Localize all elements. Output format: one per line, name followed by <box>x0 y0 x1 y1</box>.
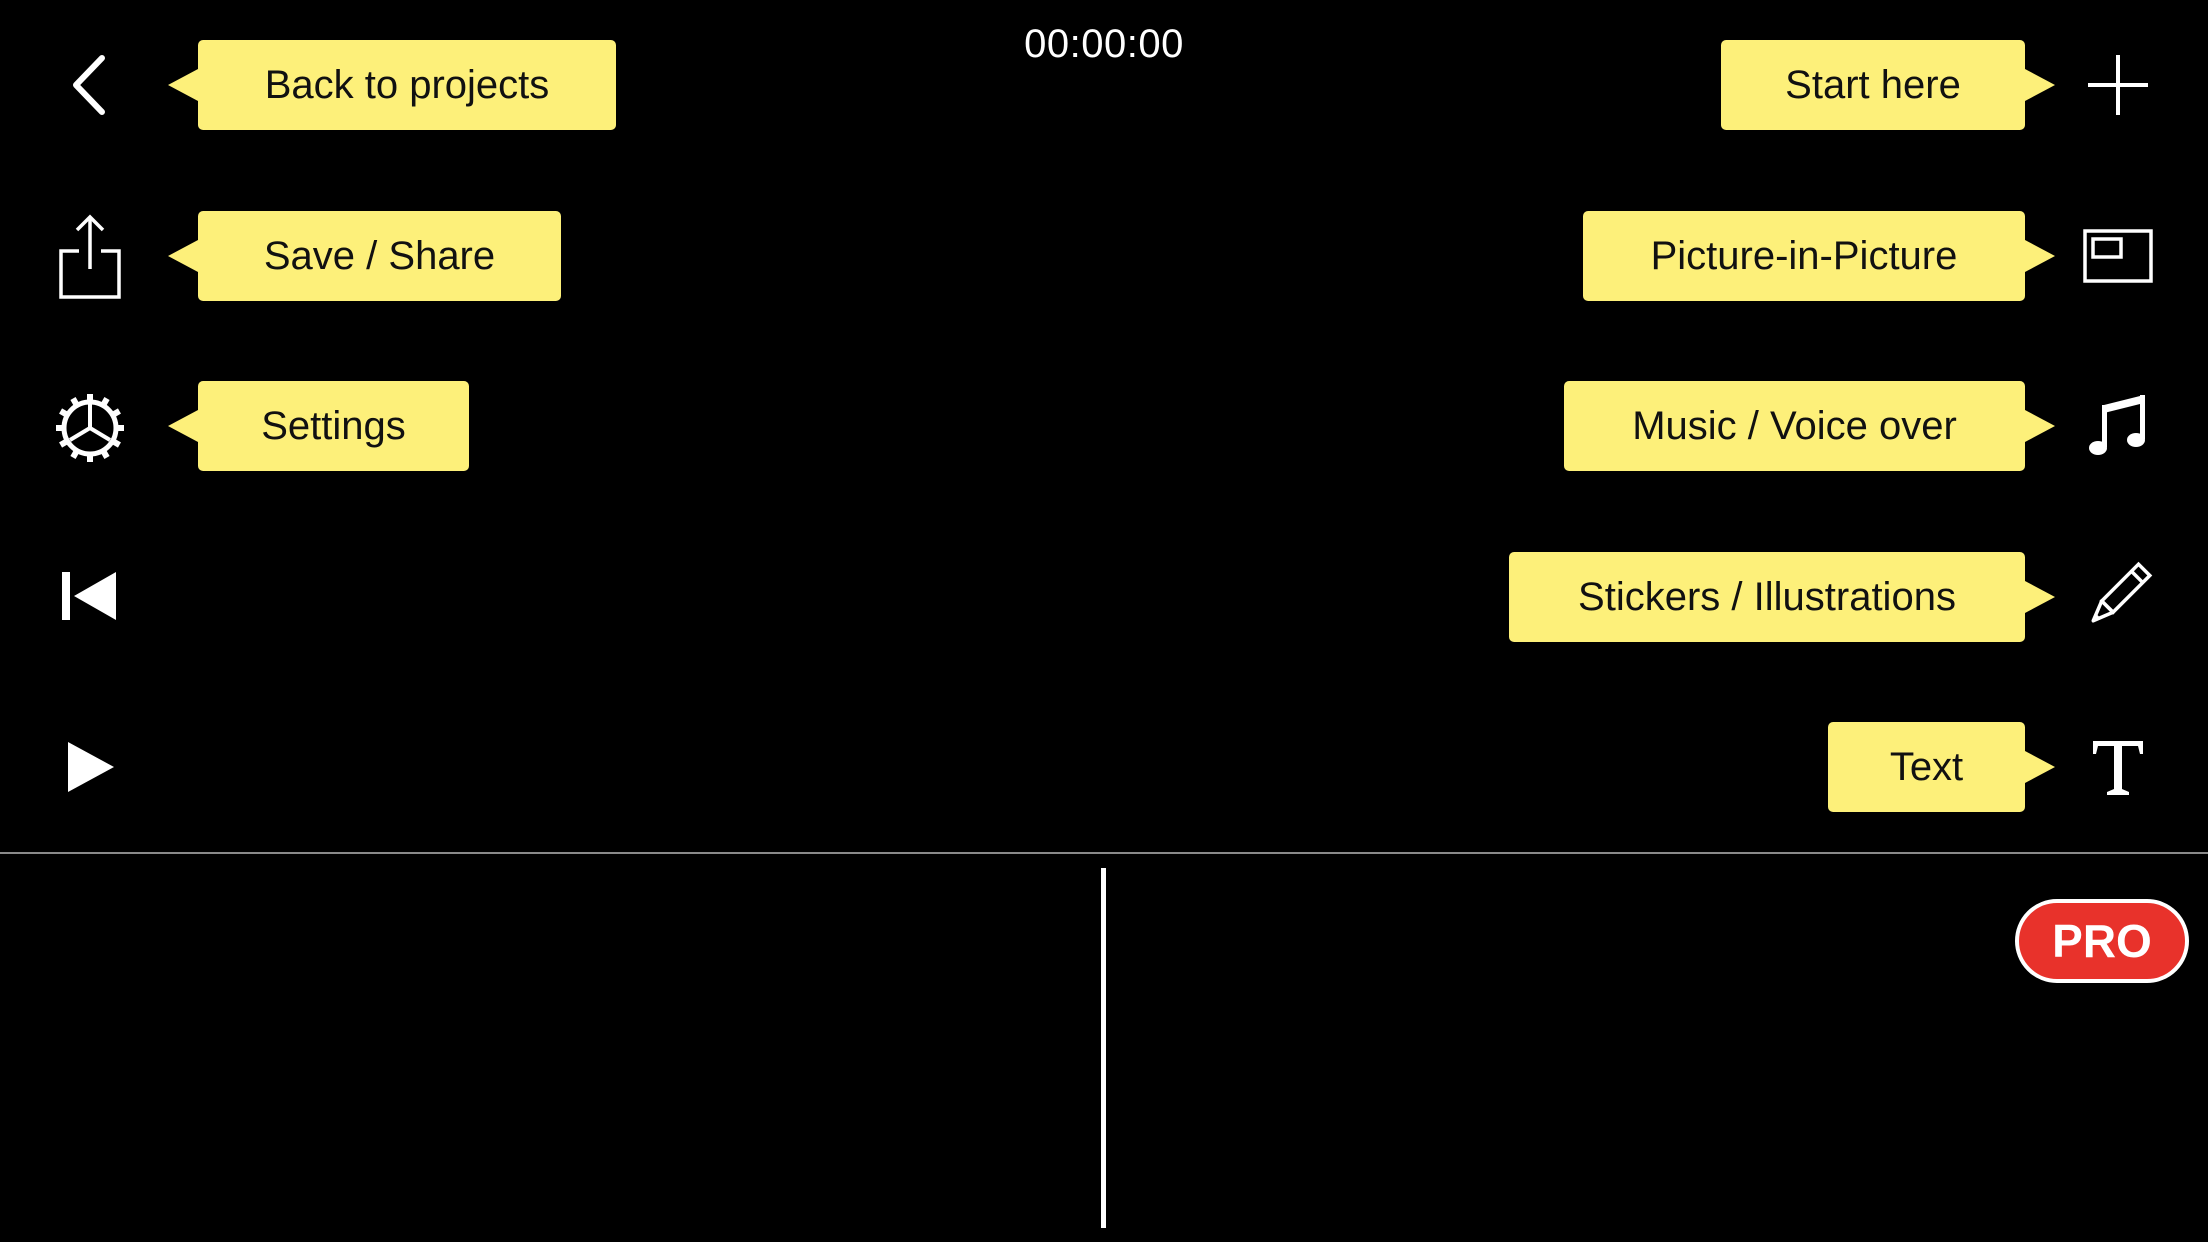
text-tooltip: Text <box>1828 722 2055 812</box>
skip-to-start-icon <box>62 572 116 620</box>
pro-badge-button[interactable]: PRO <box>2015 899 2189 983</box>
playhead[interactable] <box>1101 868 1106 1228</box>
text-button[interactable] <box>2073 722 2163 812</box>
play-icon <box>68 742 114 792</box>
settings-button[interactable] <box>45 383 135 473</box>
text-icon <box>2093 741 2143 795</box>
gear-icon <box>56 394 124 462</box>
pip-tooltip: Picture-in-Picture <box>1583 211 2055 301</box>
share-button[interactable] <box>45 212 135 302</box>
music-note-icon <box>2089 395 2145 455</box>
music-tooltip: Music / Voice over <box>1564 381 2055 471</box>
stickers-tooltip: Stickers / Illustrations <box>1509 552 2055 642</box>
picture-in-picture-icon <box>2083 229 2153 283</box>
settings-tooltip: Settings <box>168 381 469 471</box>
stickers-illustrations-button[interactable] <box>2073 551 2163 641</box>
timeline-divider <box>0 852 2208 854</box>
pencil-icon <box>2091 561 2153 623</box>
share-tooltip: Save / Share <box>168 211 561 301</box>
add-media-button[interactable] <box>2073 40 2163 130</box>
plus-icon <box>2088 55 2148 115</box>
share-icon <box>59 214 121 299</box>
picture-in-picture-button[interactable] <box>2073 211 2163 301</box>
timeline-area[interactable]: PRO <box>0 854 2208 1242</box>
back-button[interactable] <box>45 40 135 130</box>
rewind-to-start-button[interactable] <box>45 551 135 641</box>
chevron-left-icon <box>73 55 105 115</box>
timecode: 00:00:00 <box>1024 22 1184 66</box>
back-tooltip: Back to projects <box>168 40 616 130</box>
add-media-tooltip: Start here <box>1721 40 2055 130</box>
play-button[interactable] <box>45 722 135 812</box>
music-voiceover-button[interactable] <box>2073 381 2163 471</box>
